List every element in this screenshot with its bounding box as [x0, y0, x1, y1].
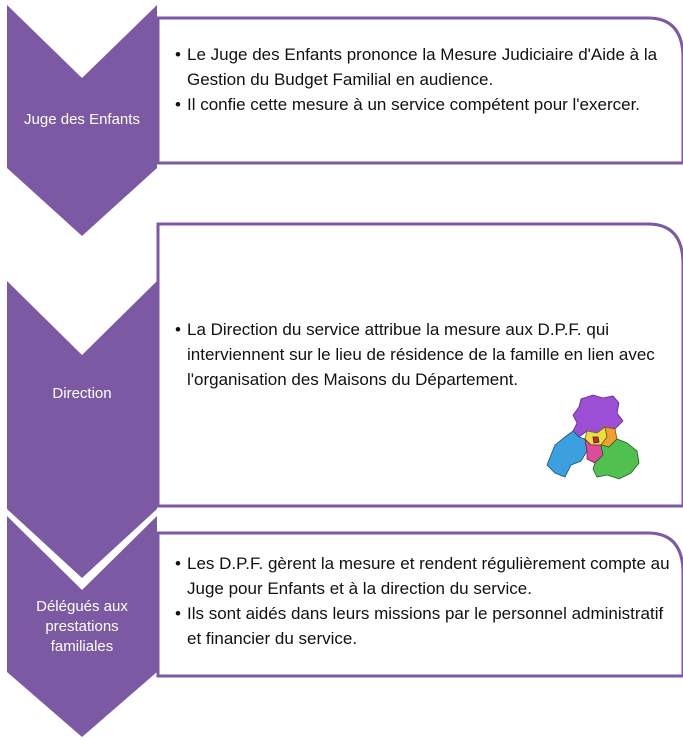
step-1-bullet-1: Le Juge des Enfants prononce la Mesure J… — [175, 42, 665, 92]
map-region-west — [546, 430, 588, 478]
map-region-small — [592, 436, 600, 444]
step-2-label-line: Direction — [52, 385, 112, 402]
step-1-text: Le Juge des Enfants prononce la Mesure J… — [175, 42, 665, 117]
step-1-label-line: Juge des Enfants — [24, 111, 140, 128]
step-1-bullet-2: Il confie cette mesure à un service comp… — [175, 92, 665, 117]
step-1-label: Juge des Enfants — [7, 110, 157, 130]
step-3-label-line-1: Délégués aux — [36, 598, 128, 615]
step-3-label-line-2: prestations — [45, 618, 119, 635]
step-2-chevron — [7, 281, 157, 578]
step-3-label: Délégués aux prestations familiales — [7, 597, 157, 657]
step-3-bullet-2: Ils sont aidés dans leurs missions par l… — [175, 601, 675, 651]
map-region-east — [592, 438, 640, 480]
step-2-label: Direction — [7, 384, 157, 404]
step-3-text: Les D.P.F. gèrent la mesure et rendent r… — [175, 551, 675, 651]
step-3-bullet-1: Les D.P.F. gèrent la mesure et rendent r… — [175, 551, 675, 601]
step-1-chevron — [7, 5, 157, 236]
step-3-label-line-3: familiales — [50, 638, 114, 655]
step-3-chevron — [7, 516, 157, 737]
department-map-icon — [546, 394, 640, 480]
step-2-bullet-1: La Direction du service attribue la mesu… — [175, 317, 675, 392]
step-2-text: La Direction du service attribue la mesu… — [175, 317, 675, 392]
